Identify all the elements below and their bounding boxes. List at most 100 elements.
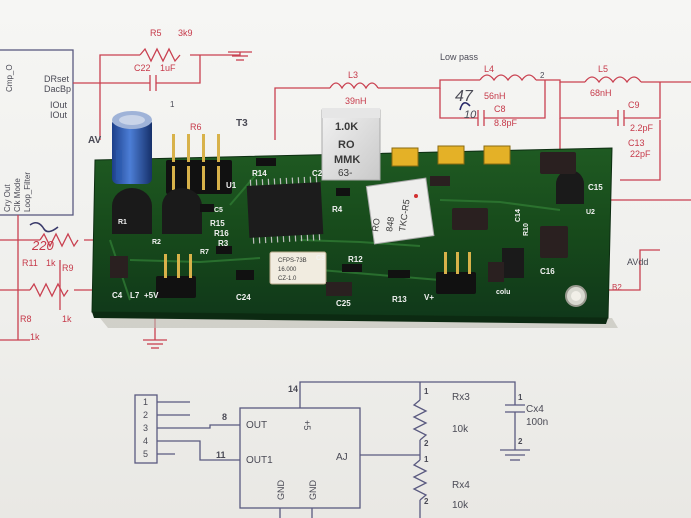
silk-r15: R15 [210, 219, 225, 228]
pin-num-f: 2 [518, 437, 523, 446]
schematic-top [0, 47, 691, 349]
tantalum-caps [391, 145, 511, 167]
silk-l7: L7 [130, 291, 140, 300]
pin-num-c: 1 [424, 455, 429, 464]
label-l5-value: 68nH [590, 88, 612, 98]
connector-box [134, 394, 158, 464]
osc-pin-11: 11 [216, 450, 226, 460]
silk-c3: C3 [316, 255, 325, 262]
crystal-oscillator: CFPS-73B 16.000 CZ-1.0 [269, 251, 327, 285]
label-r6: R6 [190, 122, 202, 132]
schematic-bottom [134, 381, 530, 518]
ic-pin-cmp: Cmp_O [5, 64, 14, 92]
silk-r16: R16 [214, 229, 229, 238]
silkscreen-labels: R14 C2 U1 R15 R16 R3 R12 R13 C24 C25 C4 … [112, 169, 603, 308]
osc-pin-out1: OUT1 [246, 455, 273, 466]
osc-pin-aj: AJ [336, 452, 348, 463]
silk-r13: R13 [392, 295, 407, 304]
label-c13-value: 22pF [630, 149, 651, 159]
label-rx4: Rx4 [452, 480, 470, 491]
label-av: AV [88, 135, 101, 146]
pcb-board: 1.0K RO MMK 63- RO 848 TKC-R5 CFPS-73B 1… [91, 108, 618, 328]
label-r11: R11 [22, 258, 38, 268]
silk-vplus: V+ [424, 293, 434, 302]
label-r8-value: 1k [30, 332, 40, 342]
silk-colu: colu [496, 289, 510, 296]
label-c8-value: 8.8pF [494, 118, 518, 128]
ic-pin-cry: Cry Out [3, 184, 12, 212]
label-r-1k: 1k [62, 314, 72, 324]
silk-r3: R3 [218, 239, 229, 248]
silk-c15: C15 [588, 183, 603, 192]
handwritten-220: 220 [31, 238, 54, 253]
header-pins-vplus [436, 252, 476, 294]
label-r5-value: 3k9 [178, 28, 193, 38]
label-pin-2: 2 [540, 71, 545, 80]
schematic-ic-box [0, 49, 74, 216]
crystal-text-1: CFPS-73B [278, 258, 307, 264]
pin-num-a: 1 [424, 387, 429, 396]
label-r8: R8 [20, 314, 32, 324]
silk-u2: U2 [586, 209, 595, 216]
silk-c25: C25 [336, 299, 351, 308]
osc-pin-plus5: +5 [302, 420, 312, 430]
crystal-text-3: CZ-1.0 [278, 276, 297, 282]
schematic-top-labels: R5 3k9 C22 1uF Low pass L3 39nH L4 56nH … [3, 28, 654, 342]
ic-pin-dacbp: DacBp [44, 84, 71, 94]
relay-text-3: MMK [334, 154, 360, 166]
label-l5: L5 [598, 64, 608, 74]
silk-c4: C4 [112, 291, 123, 300]
label-c13: C13 [628, 138, 645, 148]
handwritten-47: 47 [455, 88, 474, 105]
silk-c16: C16 [540, 267, 555, 276]
coil-text-1: RO [370, 218, 382, 233]
silk-r14: R14 [252, 169, 267, 178]
osc-pin-8: 8 [222, 412, 227, 422]
label-r9: R9 [62, 263, 74, 273]
silk-r12: R12 [348, 255, 363, 264]
label-pin-1: 1 [170, 100, 175, 109]
label-t3: T3 [236, 118, 248, 129]
silk-r1: R1 [118, 219, 127, 226]
conn-pin-2: 2 [143, 410, 148, 420]
osc-pin-gnd2: GND [308, 480, 318, 501]
silk-r10: R10 [523, 223, 530, 236]
ic-pin-loop: Loop_Filter [23, 172, 32, 212]
pin-num-e: 1 [518, 393, 523, 402]
label-low-pass: Low pass [440, 52, 479, 62]
header-pins-top [166, 134, 232, 194]
label-l3: L3 [348, 70, 358, 80]
osc-pin-14: 14 [288, 384, 298, 394]
pin-num-d: 2 [424, 497, 429, 506]
relay-text-1: 1.0K [335, 121, 358, 133]
label-c8: C8 [494, 104, 506, 114]
silk-r2: R2 [152, 239, 161, 246]
electrolytic-capacitor [112, 111, 152, 184]
label-r5: R5 [150, 28, 162, 38]
ic-pin-iout-b: IOut [50, 110, 68, 120]
ic-pin-drset: DRset [44, 74, 70, 84]
conn-pin-5: 5 [143, 449, 148, 459]
relay-text-2: RO [338, 139, 355, 151]
silk-c14: C14 [515, 209, 522, 222]
label-r11-value: 1k [46, 258, 56, 268]
ic-pin-iout: IOut [50, 100, 68, 110]
silk-r4: R4 [332, 205, 343, 214]
silk-5v: +5V [144, 291, 159, 300]
smd-components [110, 152, 576, 296]
label-l4-value: 56nH [484, 91, 506, 101]
silk-c2: C2 [312, 169, 323, 178]
main-ic [246, 176, 324, 244]
label-c22-value: 1uF [160, 63, 176, 73]
conn-pin-3: 3 [143, 423, 148, 433]
label-c9-value: 2.2pF [630, 123, 654, 133]
coil-text-3: TKC-R5 [397, 199, 411, 233]
silk-c24: C24 [236, 293, 251, 302]
osc-pin-gnd1: GND [276, 480, 286, 501]
label-rx3: Rx3 [452, 392, 470, 403]
white-coil: RO 848 TKC-R5 [365, 177, 435, 245]
white-inductor-box: 1.0K RO MMK 63- [321, 108, 381, 181]
label-rx4-value: 10k [452, 500, 469, 511]
